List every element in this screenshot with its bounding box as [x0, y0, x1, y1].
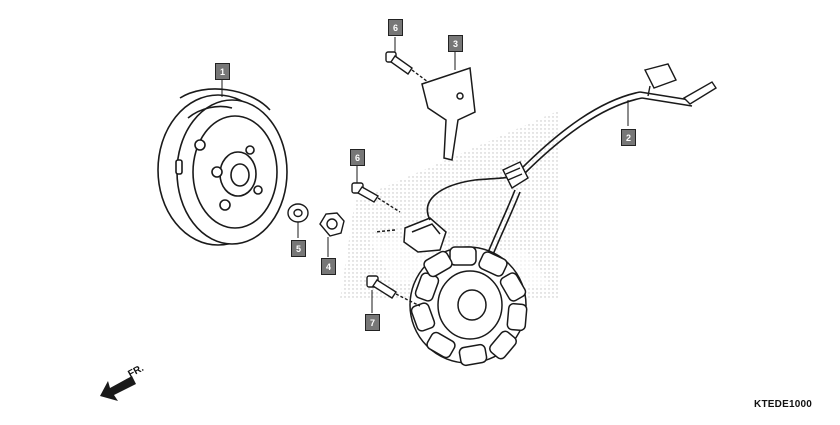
callout-part-4: 4: [321, 258, 336, 275]
callout-part-5: 5: [291, 240, 306, 257]
pickup-sensor: [374, 217, 447, 253]
bolt-lower: [366, 275, 421, 307]
callout-part-6-middle: 6: [350, 149, 365, 166]
connector-grommet: [502, 161, 529, 190]
connector-plug: [643, 63, 717, 105]
front-direction-arrow: [100, 376, 136, 401]
bracket: [421, 66, 476, 161]
bolt-upper: [385, 51, 429, 83]
bolt-middle: [351, 182, 401, 213]
diagram-code: KTEDE1000: [754, 399, 812, 410]
leader-lines: [221, 37, 629, 313]
nut: [319, 212, 345, 237]
washer: [287, 203, 309, 223]
flywheel: [157, 88, 288, 246]
callout-part-3: 3: [448, 35, 463, 52]
callout-part-7: 7: [365, 314, 380, 331]
callout-part-2: 2: [621, 129, 636, 146]
callout-part-1: 1: [215, 63, 230, 80]
callout-part-6-upper: 6: [388, 19, 403, 36]
stator: [409, 246, 528, 367]
